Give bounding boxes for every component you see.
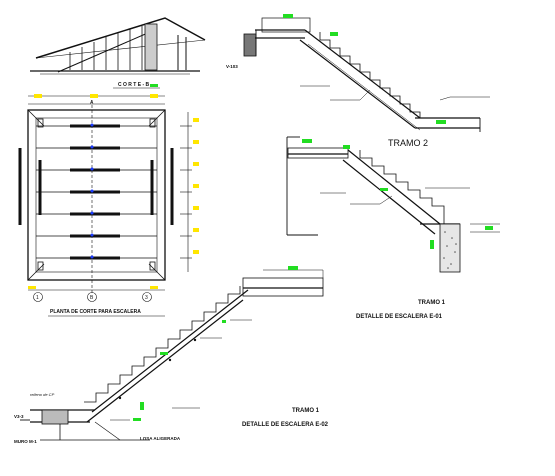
tramo1-e01-leaders (320, 187, 470, 205)
tramo1-e02-marks (118, 338, 197, 400)
planta-dimension-right (180, 112, 199, 272)
tramo2-stair (243, 17, 481, 132)
tramo1-e01-tag-2 (343, 145, 350, 149)
tramo1-e01-tag-4 (485, 226, 493, 230)
tramo2-leaders (300, 85, 490, 101)
tramo1-e02-leaders (110, 319, 252, 421)
tramo1-e01-tag-1 (302, 139, 312, 143)
tramo1-e01-hatch (443, 231, 457, 269)
tramo1-e02-tag-4 (133, 418, 141, 421)
axis-1-label: 1 (36, 295, 39, 301)
v3-label: V3-3 (14, 414, 24, 419)
muro-label: MURO M-1 (14, 439, 37, 444)
tramo1-e02-tag-3 (222, 320, 226, 323)
tramo2-title: TRAMO 2 (388, 138, 428, 148)
relleno-label: relleno de CP (30, 392, 55, 397)
corte-green-tag (150, 84, 158, 87)
corte-title: C O R T E - B (118, 82, 150, 88)
v103-label: V-103 (226, 64, 238, 69)
planta-axis-bottom (28, 286, 165, 302)
tramo1-e02-tag-1 (288, 266, 298, 270)
tramo1-e02-title: TRAMO 1 (292, 408, 320, 414)
planta-center-markers (90, 123, 94, 259)
tramo1-e01-title: TRAMO 1 (418, 300, 446, 306)
planta-title: PLANTA DE CORTE PARA ESCALERA (50, 309, 141, 315)
losa-label: LOSA ALIGERADA (140, 436, 181, 441)
planta-plan (18, 100, 174, 295)
detalle-e02-title: DETALLE DE ESCALERA E-02 (242, 422, 329, 428)
tramo2-tag-2 (330, 32, 338, 36)
tramo1-e02-tag-5 (140, 402, 144, 410)
tramo1-e01-tag-5 (380, 188, 388, 191)
tramo2-tag-3 (436, 120, 446, 124)
tramo1-e02-tag-2 (160, 352, 168, 355)
tramo1-e02-stair (20, 269, 324, 441)
corte-section (30, 17, 206, 75)
axis-2-label: B (90, 295, 94, 301)
tramo1-e01-tag-3 (430, 240, 434, 249)
axis-3-label: 3 (145, 295, 148, 301)
planta-dimension-top (28, 94, 165, 105)
detalle-e01-title: DETALLE DE ESCALERA E-01 (356, 314, 443, 320)
tramo2-tag-1 (283, 14, 293, 18)
tramo1-e01-stair (286, 136, 500, 273)
